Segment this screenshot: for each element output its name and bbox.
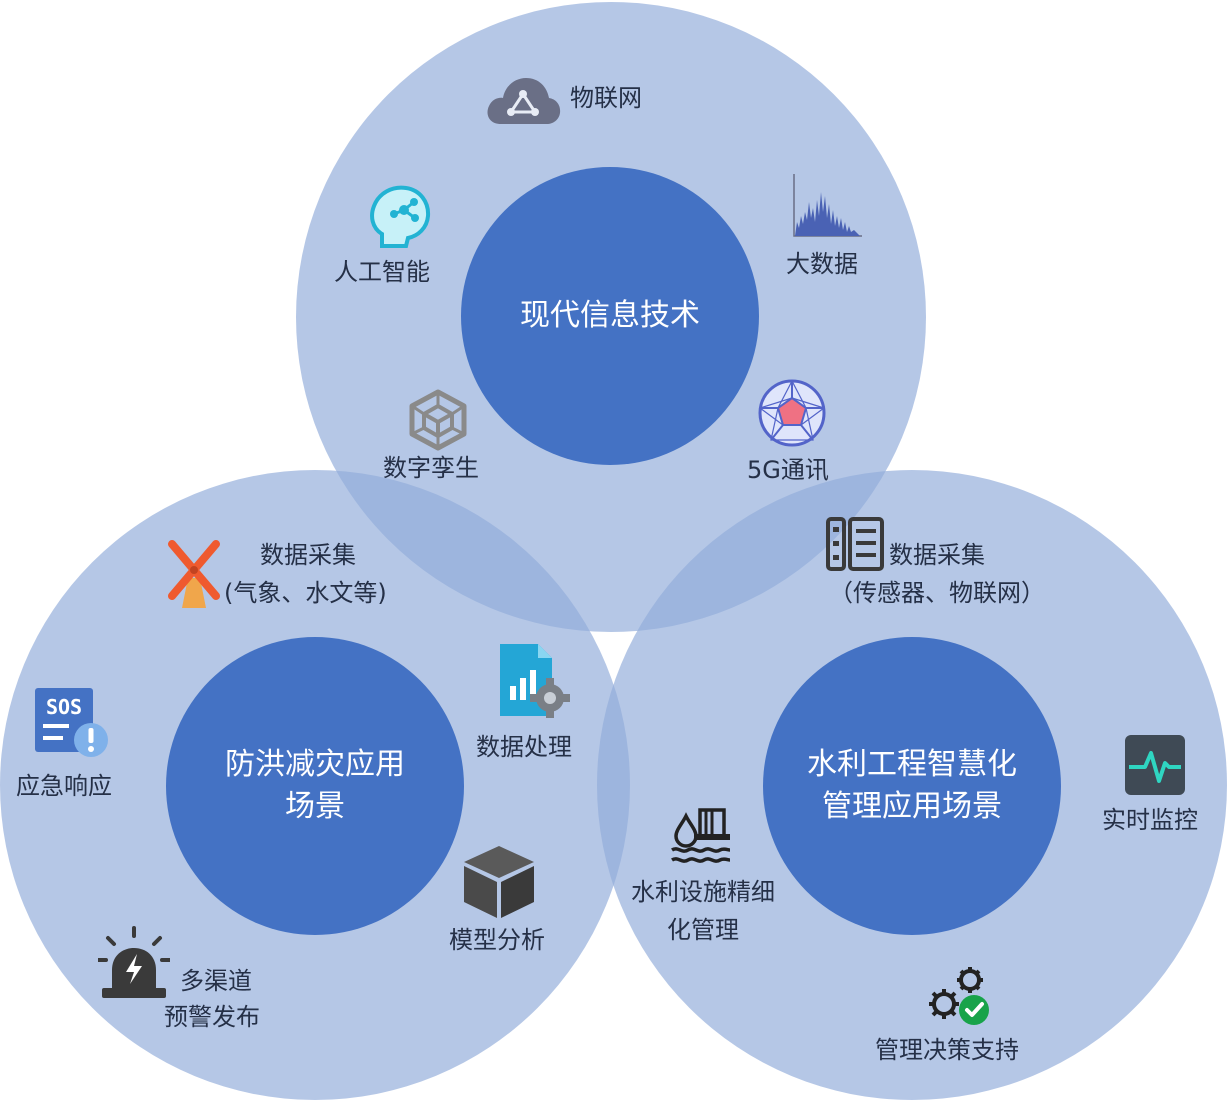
sos-alert-icon: SOS xyxy=(33,686,113,762)
gears-check-icon xyxy=(926,966,992,1028)
right-title-line1: 水利工程智慧化 xyxy=(807,747,1017,782)
pulse-monitor-icon xyxy=(1123,733,1187,797)
cloud-network-icon xyxy=(485,72,561,128)
digital-twin-cube-icon xyxy=(406,388,470,452)
twin-label: 数字孪生 xyxy=(383,454,479,482)
left-core-circle: 防洪减灾应用 场景 xyxy=(166,637,464,935)
ai-head-icon xyxy=(366,184,432,250)
decision-label: 管理决策支持 xyxy=(875,1036,1019,1064)
bigdata-label: 大数据 xyxy=(786,250,858,278)
model-label: 模型分析 xyxy=(449,926,545,954)
data-processing-icon xyxy=(494,640,574,720)
sensor-data-icon xyxy=(826,517,886,571)
svg-text:SOS: SOS xyxy=(46,695,82,719)
facility-line2: 化管理 xyxy=(667,916,739,944)
top-core-circle: 现代信息技术 xyxy=(461,167,759,465)
model-cube-icon xyxy=(460,844,538,920)
process-label: 数据处理 xyxy=(476,733,572,761)
left-collect-line1: 数据采集 xyxy=(260,541,356,569)
warn-line2: 预警发布 xyxy=(164,1003,260,1031)
left-title-line2: 场景 xyxy=(285,789,345,824)
ai-label: 人工智能 xyxy=(334,258,430,286)
monitor-label: 实时监控 xyxy=(1102,806,1198,834)
emergency-label: 应急响应 xyxy=(16,772,112,800)
alarm-siren-icon xyxy=(98,926,170,1000)
5g-label: 5G通讯 xyxy=(747,456,829,484)
left-collect-line2: (气象、水文等) xyxy=(224,579,387,607)
warn-line1: 多渠道 xyxy=(180,967,252,995)
histogram-icon xyxy=(788,172,864,240)
water-facility-icon xyxy=(670,806,732,868)
top-title: 现代信息技术 xyxy=(520,298,700,333)
right-title-line2: 管理应用场景 xyxy=(822,789,1002,824)
facility-line1: 水利设施精细 xyxy=(631,878,775,906)
iot-label: 物联网 xyxy=(570,84,642,112)
right-core-circle: 水利工程智慧化 管理应用场景 xyxy=(763,637,1061,935)
right-collect-line2: （传感器、物联网） xyxy=(829,579,1045,607)
left-title-line1: 防洪减灾应用 xyxy=(225,747,405,782)
5g-network-sphere-icon xyxy=(757,378,827,448)
right-collect-line1: 数据采集 xyxy=(889,541,985,569)
windmill-icon xyxy=(168,540,220,610)
